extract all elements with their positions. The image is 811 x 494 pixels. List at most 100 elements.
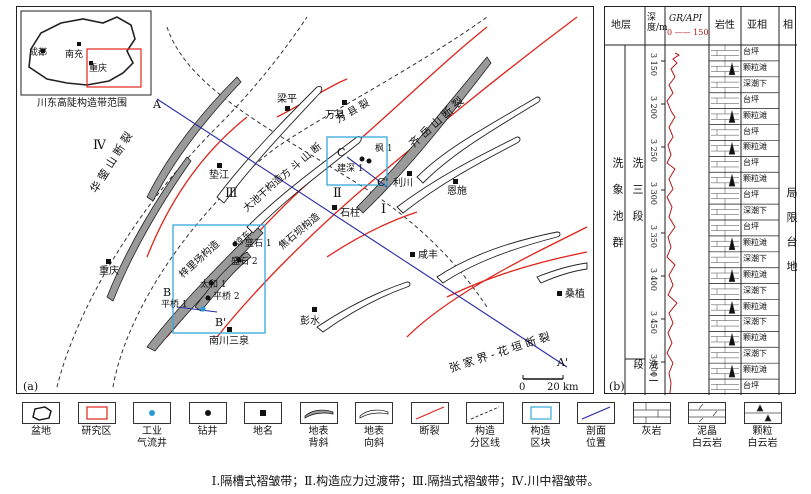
structural-map: 成都 南充 重庆 川东高陡构造带范围 Ⅳ Ⅲ Ⅱ Ⅰ 华 蓥 山 断 裂 齐 岳… [16, 6, 594, 394]
place-enshi: 恩施 [447, 186, 467, 197]
subfacies-label: 颗粒滩 [743, 269, 767, 279]
subfacies-label: 深潮下 [743, 253, 767, 263]
subfacies-label: 颗粒滩 [743, 174, 767, 184]
inset-city-marker [77, 42, 81, 46]
legend-study-area: 研究区 [72, 402, 122, 438]
well-label-pingqiao2: 平桥 2 [213, 292, 240, 302]
section-point-A: A [153, 98, 161, 111]
subfacies-label: 深潮下 [743, 206, 767, 216]
legend-fault-symbol [410, 402, 449, 424]
well-label-pingqiao1: 平桥 1 [161, 300, 188, 310]
drill-wells [205, 156, 372, 301]
legend-syncline-label: 地表 向斜 [364, 426, 384, 449]
well-label-taihe1: 太和 1 [200, 280, 227, 290]
legend-basin: 盆地 [16, 402, 66, 438]
subfacies-label: 颗粒滩 [743, 237, 767, 247]
facies-label: 局 限 台 地 [785, 187, 798, 277]
place-dianjiang: 垫江 [209, 170, 229, 181]
inset-city-marker [41, 49, 45, 53]
place-chongqing: 重庆 [99, 266, 119, 277]
zone-boundary-line [166, 26, 488, 308]
zone-label-III: Ⅲ [225, 186, 238, 201]
legend-micritic-dolomite: 泥晶 白云岩 [682, 402, 732, 450]
subfacies-label: 台坪 [743, 190, 759, 200]
header-gr-range: 0 —— 150 [667, 28, 709, 37]
legend-structural-block: 构造 区块 [516, 402, 566, 450]
legend-drill-well-label: 钻井 [197, 426, 218, 437]
figure-footnote: Ⅰ.隔槽式褶皱带；Ⅱ.构造应力过渡带；Ⅲ.隔挡式褶皱带；Ⅳ.川中褶皱带。 [211, 474, 600, 488]
structural-block-jianshen [326, 136, 388, 186]
section-point-B: B [163, 286, 172, 299]
legend-anticline: 地表 背斜 [294, 402, 344, 450]
legend-structural-block-symbol [521, 402, 560, 424]
legend-structural-block-label: 构造 区块 [530, 426, 551, 449]
subfacies-label: 颗粒滩 [743, 110, 767, 120]
legend-drill-well-symbol [188, 402, 227, 424]
legend: 盆地 研究区 工业 气流井钻井 地名地表 背斜地表 向斜 断裂 构造 分区线 构造 区块 剖面… [16, 402, 794, 464]
depth-label: 3 350 [649, 225, 658, 248]
section-point-A2: A' [557, 356, 568, 369]
legend-study-area-symbol [77, 402, 116, 424]
legend-section-position-label: 剖面 位置 [586, 426, 606, 449]
legend-grain-dolomite-label: 颗粒 白云岩 [747, 426, 778, 449]
gas-well-marker [200, 306, 206, 312]
legend-zone-line: 构造 分区线 [460, 402, 510, 450]
inset-city-marker [89, 61, 93, 65]
legend-limestone: 灰岩 [627, 402, 677, 438]
place-markers [106, 100, 562, 332]
legend-fault-label: 断裂 [419, 426, 440, 437]
legend-micritic-dolomite-label: 泥晶 白云岩 [692, 426, 722, 449]
legend-limestone-label: 灰岩 [641, 426, 662, 437]
place-xianfeng: 咸丰 [418, 250, 438, 261]
section-line-BB [176, 306, 218, 313]
depth-label: 3 450 [649, 311, 658, 334]
subfacies-label: 台坪 [743, 94, 759, 104]
well-label-jianshen1: 建深 1 [337, 164, 364, 174]
place-lichuan: 利川 [393, 178, 413, 189]
subfacies-label: 颗粒滩 [743, 62, 767, 72]
inset-study-area [86, 48, 142, 88]
structural-block-main [172, 224, 266, 334]
legend-zone-line-symbol [466, 402, 504, 424]
subfacies-label: 台坪 [743, 46, 759, 56]
subfacies-label: 台坪 [743, 381, 759, 391]
legend-micritic-dolomite-symbol [688, 402, 726, 424]
inset-title: 川东高陡构造带范围 [37, 98, 127, 109]
gr-log-curve [666, 52, 680, 394]
legend-anticline-symbol [299, 402, 338, 424]
header-depth: 深度/m [647, 13, 668, 33]
legend-place-name: 地名 [238, 402, 288, 438]
legend-gas-well: 工业 气流井 [127, 402, 177, 450]
zone-label-IV: Ⅳ [93, 138, 106, 153]
legend-study-area-label: 研究区 [81, 426, 112, 437]
subfacies-label: 台坪 [743, 158, 759, 168]
legend-section-position-symbol [577, 402, 615, 424]
inset-city-label: 重庆 [89, 64, 108, 74]
scale-zero: 0 [519, 382, 526, 393]
legend-syncline: 地表 向斜 [349, 402, 399, 450]
legend-grain-dolomite: 颗粒 白云岩 [738, 402, 788, 450]
place-pengshui: 彭水 [300, 316, 320, 327]
section-point-B2: B' [215, 316, 227, 329]
legend-zone-line-label: 构造 分区线 [470, 426, 500, 449]
well-label-shengshi2: 盛石 2 [231, 257, 258, 267]
strat-column-canvas [605, 7, 797, 395]
place-wanxian: 万县 [325, 110, 345, 121]
subfacies-label: 深潮下 [743, 317, 767, 327]
subfacies-label: 颗粒滩 [743, 333, 767, 343]
depth-label: 3 200 [649, 96, 658, 119]
section-3-label: 洗 三 段 [631, 157, 644, 227]
map-canvas [20, 10, 588, 388]
depth-label: 3 400 [649, 268, 658, 291]
section-line-AA [156, 98, 568, 368]
legend-limestone-symbol [632, 402, 671, 424]
subfacies-label: 台坪 [743, 221, 759, 231]
inset-city-label: 成都 [29, 48, 48, 58]
depth-label: 3 150 [649, 53, 658, 76]
scale-dist: 20 km [547, 382, 579, 393]
subfacies-label: 颗粒滩 [743, 142, 767, 152]
depth-label: 3 500 [649, 354, 658, 377]
section-point-C2: C' [377, 176, 389, 189]
section-2-label: 洗 二 段 [631, 359, 657, 383]
legend-basin-label: 盆地 [31, 426, 51, 437]
